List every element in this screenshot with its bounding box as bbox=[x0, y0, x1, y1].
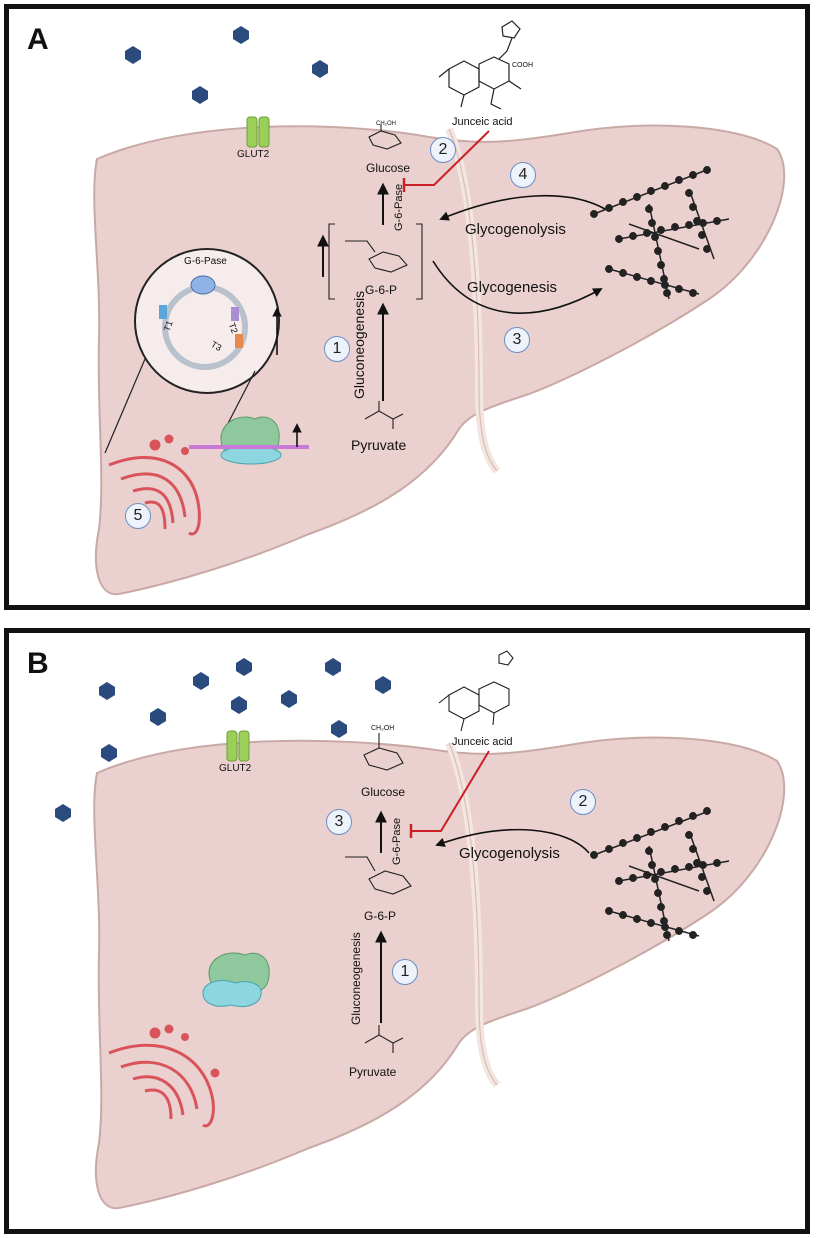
g6pase-label: G-6-Pase bbox=[391, 817, 403, 865]
glycogen-granule-icon bbox=[590, 807, 730, 942]
glucose-hexagon-icon bbox=[192, 86, 208, 104]
glucose-hexagon-icon bbox=[312, 60, 328, 78]
step-3-badge: 3 bbox=[504, 327, 530, 353]
glucose-structure-icon bbox=[363, 733, 404, 771]
glucose-hexagon-icon bbox=[101, 744, 117, 762]
endoplasmic-reticulum-icon bbox=[108, 1024, 220, 1128]
glycogenolysis-label: Glycogenolysis bbox=[465, 221, 566, 238]
inhibition-line bbox=[411, 750, 490, 832]
panel-a-label: A bbox=[27, 23, 49, 56]
cooh-label: COOH bbox=[512, 62, 533, 69]
pyruvate-label: Pyruvate bbox=[351, 437, 407, 453]
glucose-hexagon-icon bbox=[55, 804, 71, 822]
g6p-label: G-6-P bbox=[364, 909, 397, 923]
glucose-hexagon-icon bbox=[233, 26, 249, 44]
glucose-hexagon-icon bbox=[331, 720, 347, 738]
glucose-hexagon-icon bbox=[150, 708, 166, 726]
glut2-transporter-icon bbox=[246, 116, 270, 148]
endoplasmic-reticulum-icon bbox=[108, 434, 201, 536]
step-5-badge: 5 bbox=[125, 503, 151, 529]
glucose-hexagon-icon bbox=[236, 658, 252, 676]
ribosome-icon bbox=[202, 952, 270, 1008]
g6pase-complex-icon bbox=[159, 275, 243, 348]
glucose-hexagons bbox=[55, 658, 391, 822]
pyruvate-structure-icon bbox=[364, 1025, 404, 1053]
panel-b: B GLUT2 Junceic acid CH₂OH Glucose G-6-P… bbox=[4, 628, 810, 1234]
glucose-structure-icon bbox=[368, 124, 402, 150]
glucose-hexagon-icon bbox=[375, 676, 391, 694]
step-4-badge: 4 bbox=[510, 162, 536, 188]
gluconeogenesis-label: Gluconeogenesis bbox=[351, 290, 367, 399]
ribosome-icon bbox=[189, 416, 309, 465]
glut2-label: GLUT2 bbox=[219, 763, 252, 774]
pyruvate-structure-icon bbox=[364, 401, 404, 429]
glucose-hexagon-icon bbox=[325, 658, 341, 676]
panel-b-diagram bbox=[55, 650, 786, 1210]
junceic-acid-label: Junceic acid bbox=[452, 736, 513, 748]
liver-shape bbox=[93, 736, 786, 1210]
glycogenolysis-label: Glycogenolysis bbox=[459, 845, 560, 862]
ch2oh-label: CH₂OH bbox=[376, 121, 396, 127]
g6p-label: G-6-P bbox=[365, 283, 398, 297]
glucose-hexagon-icon bbox=[99, 682, 115, 700]
glucose-hexagons bbox=[125, 26, 328, 104]
glut2-label: GLUT2 bbox=[237, 149, 270, 160]
glucose-hexagon-icon bbox=[193, 672, 209, 690]
junceic-acid-structure-icon bbox=[438, 20, 522, 110]
junceic-acid-label: Junceic acid bbox=[452, 116, 513, 128]
pyruvate-label: Pyruvate bbox=[349, 1065, 397, 1079]
step-3-badge: 3 bbox=[326, 809, 352, 835]
arrow-glycogenolysis bbox=[435, 828, 590, 854]
glucose-label: Glucose bbox=[366, 161, 411, 175]
gluconeogenesis-label: Gluconeogenesis bbox=[349, 932, 363, 1025]
panel-a-diagram bbox=[93, 20, 786, 596]
glucose-label: Glucose bbox=[361, 785, 406, 799]
glycogenesis-label: Glycogenesis bbox=[467, 279, 558, 296]
liver-shape bbox=[93, 124, 786, 596]
glut2-transporter-icon bbox=[226, 730, 250, 762]
glucose-hexagon-icon bbox=[125, 46, 141, 64]
inhibition-line bbox=[404, 130, 490, 186]
glucose-hexagon-icon bbox=[281, 690, 297, 708]
panel-a: A GLUT2 COOH Junceic acid CH₂OH Glucose … bbox=[4, 4, 810, 610]
step-2-badge: 2 bbox=[570, 789, 596, 815]
inset-g6pase-label: G-6-Pase bbox=[184, 256, 227, 267]
glycogen-granule-icon bbox=[590, 166, 730, 300]
g6pase-label: G-6-Pase bbox=[393, 183, 405, 231]
panel-b-label: B bbox=[27, 647, 49, 680]
g6p-structure-icon bbox=[328, 223, 423, 300]
arrow-glycogenesis bbox=[432, 260, 603, 314]
arrow-glycogenolysis bbox=[439, 194, 606, 221]
junceic-acid-structure-icon bbox=[438, 650, 514, 732]
step-1-badge: 1 bbox=[324, 336, 350, 362]
step-2-badge: 2 bbox=[430, 137, 456, 163]
g6p-structure-icon bbox=[345, 856, 412, 895]
step-1-badge: 1 bbox=[392, 959, 418, 985]
glucose-hexagon-icon bbox=[231, 696, 247, 714]
ch2oh-label: CH₂OH bbox=[371, 725, 395, 732]
